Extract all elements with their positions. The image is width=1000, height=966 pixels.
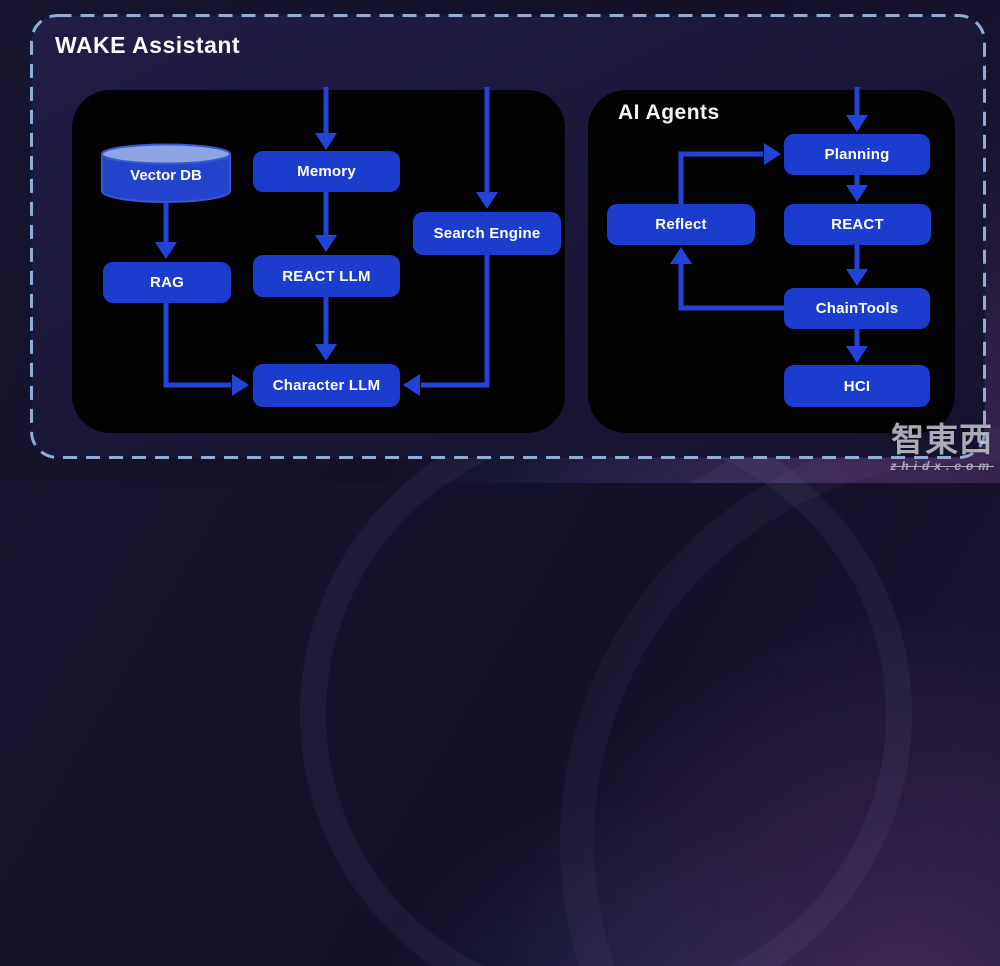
node-react: REACT	[784, 204, 931, 245]
node-label: HCI	[843, 377, 871, 395]
node-label: Reflect	[655, 216, 707, 233]
node-planning: Planning	[784, 134, 930, 175]
node-reflect: Reflect	[607, 204, 755, 245]
node-hci: HCI	[784, 365, 930, 407]
database-cylinder-icon	[101, 143, 231, 203]
node-label: Planning	[824, 146, 890, 163]
node-label: Vector DB	[130, 167, 202, 184]
node-rag: RAG	[103, 262, 231, 303]
node-label: ChainTools	[815, 300, 899, 317]
zhidx-domain-text: zhidx.com	[890, 459, 994, 473]
zhidx-logo: 智東西	[891, 420, 994, 458]
zhidx-watermark: 智東西 zhidx.com	[890, 420, 994, 473]
diagram-title: WAKE Assistant	[55, 32, 241, 58]
node-label: REACT	[831, 216, 884, 233]
node-label: REACT LLM	[282, 267, 371, 285]
node-vector-db: Vector DB	[100, 143, 232, 203]
background-arc	[560, 428, 1000, 966]
ai-agents-title: AI Agents	[618, 101, 720, 124]
node-label: Character LLM	[272, 377, 381, 394]
node-label: Search Engine	[433, 225, 541, 242]
node-search-engine: Search Engine	[413, 212, 561, 255]
node-chaintools: ChainTools	[784, 288, 930, 329]
node-memory: Memory	[253, 151, 400, 192]
background-arc	[300, 408, 912, 966]
node-character-llm: Character LLM	[253, 364, 400, 407]
node-react-llm: REACT LLM	[253, 255, 400, 297]
node-label: Memory	[297, 163, 356, 180]
node-label: RAG	[150, 274, 184, 291]
